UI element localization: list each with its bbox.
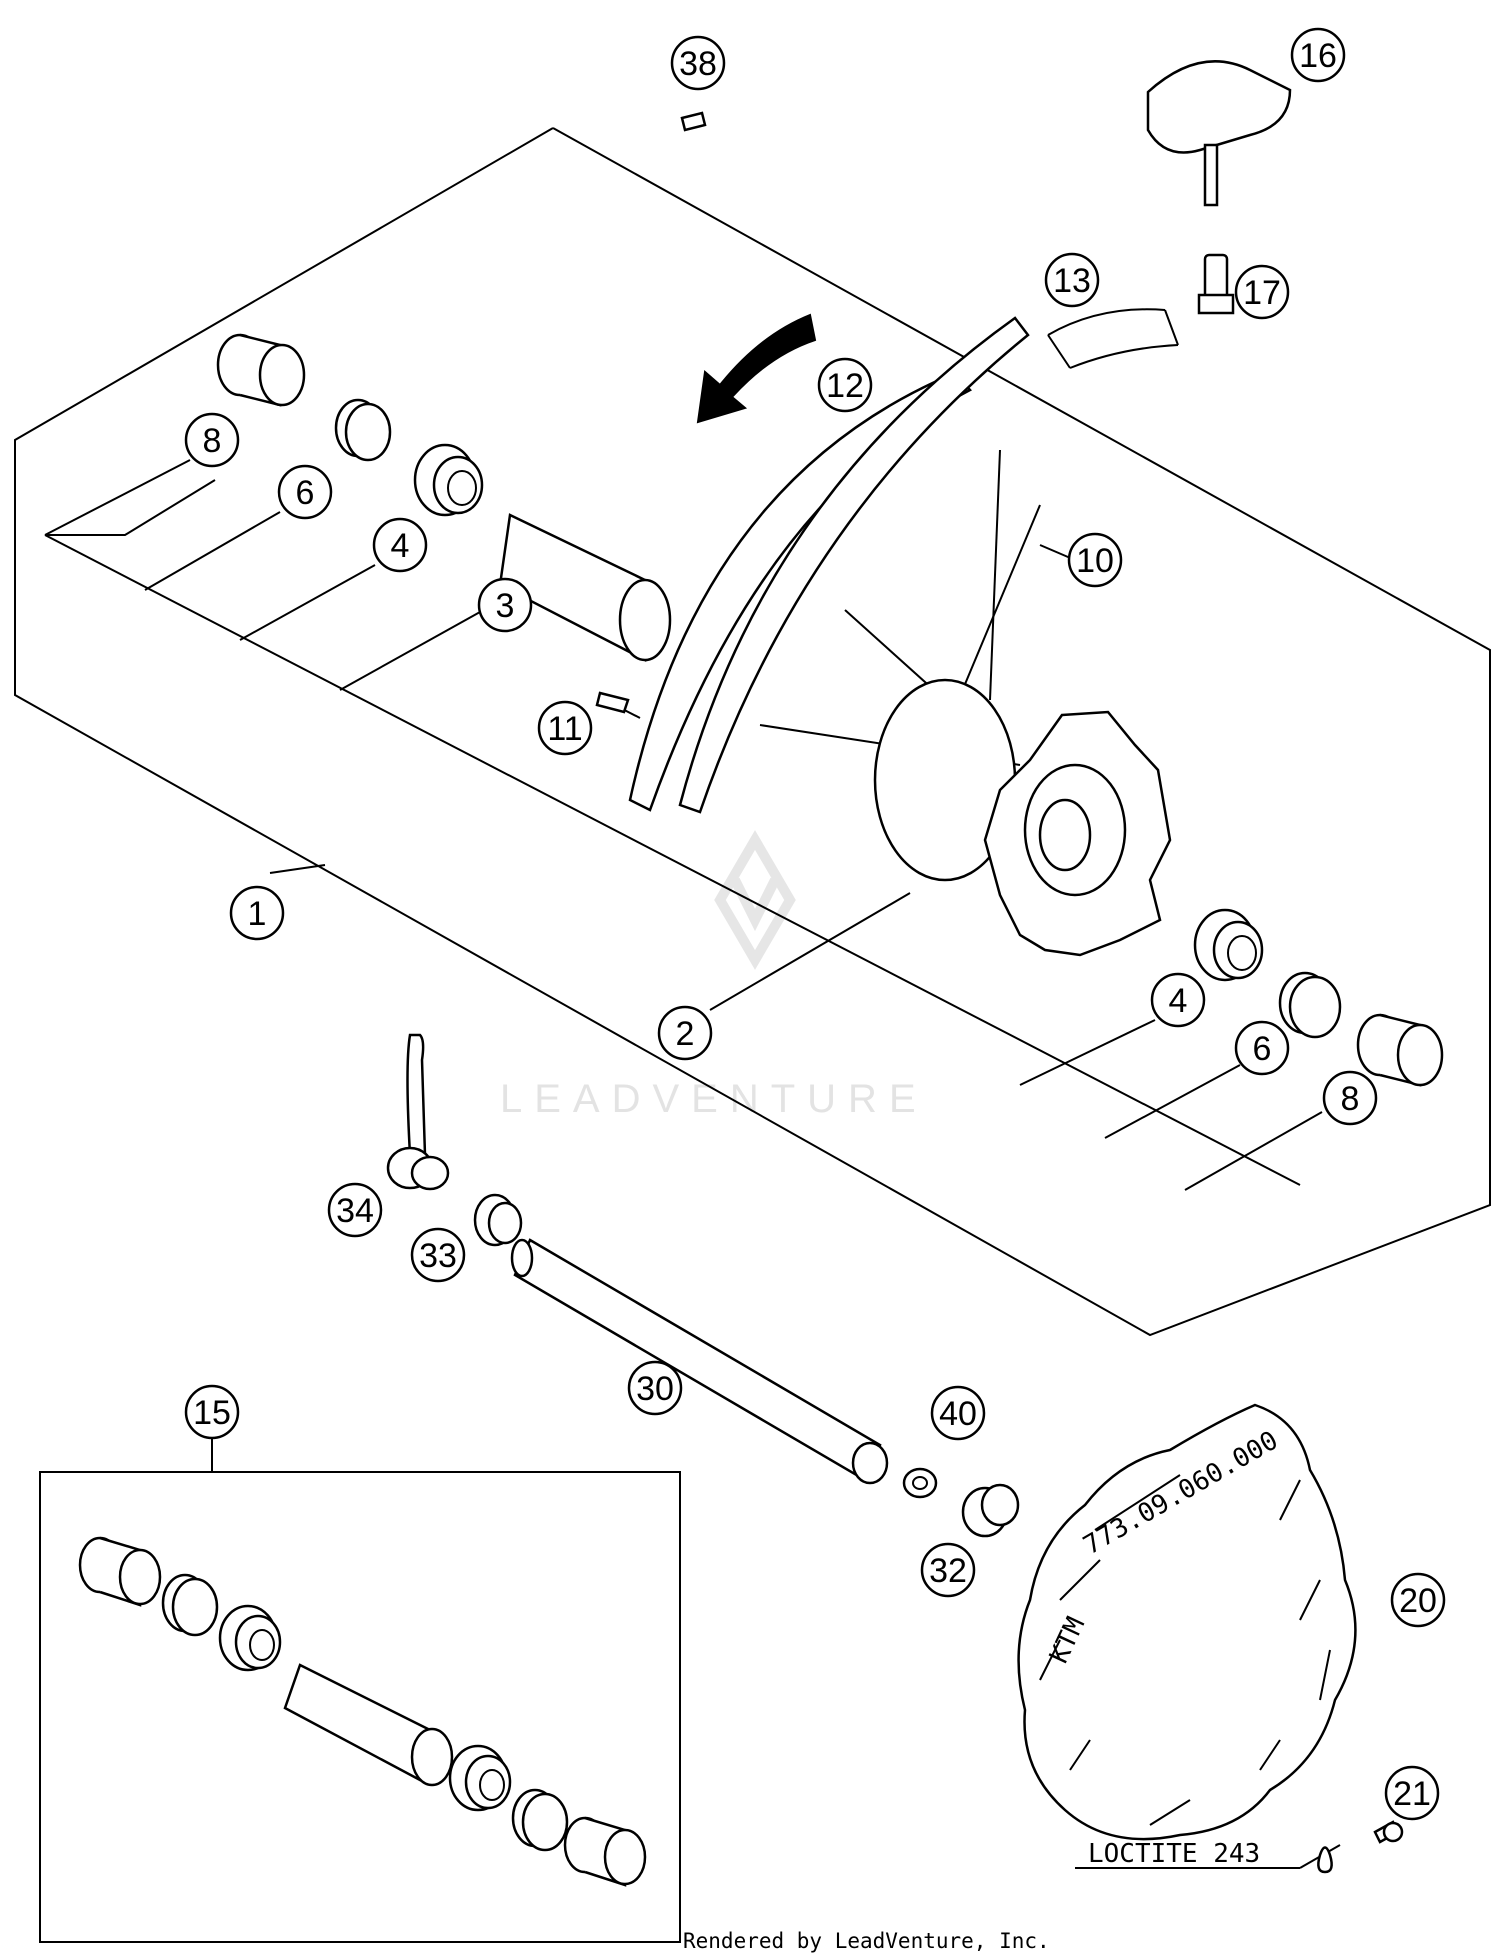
callout-33: 33 xyxy=(410,1227,466,1283)
callout-label: 33 xyxy=(419,1237,457,1275)
callout-30: 30 xyxy=(627,1360,683,1416)
brake-disc: 773.09.060.000 KTM xyxy=(1017,1403,1357,1841)
axle-clamp-34 xyxy=(386,1033,450,1191)
callout-20: 20 xyxy=(1390,1572,1446,1628)
callout-11: 11 xyxy=(537,700,593,756)
kit-bearing-right xyxy=(448,1744,512,1812)
loctite-note: LOCTITE 243 xyxy=(1088,1839,1260,1869)
washer-40 xyxy=(902,1467,938,1499)
kit-bearing-left xyxy=(218,1604,282,1672)
callout-40: 40 xyxy=(930,1385,986,1441)
callout-2: 2 xyxy=(657,1005,713,1061)
watermark: LEADVENTURE xyxy=(500,830,928,1121)
disc-screw xyxy=(1373,1820,1404,1844)
callout-12: 12 xyxy=(817,357,873,413)
callout-label: 16 xyxy=(1299,37,1337,75)
callout-label: 8 xyxy=(1341,1080,1360,1118)
callout-label: 4 xyxy=(391,527,410,565)
callout-4-right: 4 xyxy=(1150,972,1206,1028)
callout-label: 6 xyxy=(296,474,315,512)
callout-3: 3 xyxy=(477,577,533,633)
kit-spacer-right xyxy=(563,1816,647,1887)
callout-label: 38 xyxy=(679,45,717,83)
rim-tape xyxy=(1047,308,1179,369)
callout-17: 17 xyxy=(1234,264,1290,320)
callout-label: 12 xyxy=(826,367,864,405)
callout-label: 4 xyxy=(1169,982,1188,1020)
left-bearing-4 xyxy=(413,443,484,517)
hub xyxy=(873,678,1172,957)
axle-30 xyxy=(510,1238,889,1485)
kit-frame xyxy=(39,1471,681,1943)
callout-label: 17 xyxy=(1243,274,1281,312)
rim-lock-nut xyxy=(1197,253,1235,315)
kit-seal-left xyxy=(161,1573,219,1637)
right-spacer-8 xyxy=(1356,1013,1444,1087)
callout-label: 2 xyxy=(676,1015,695,1053)
callout-6-right: 6 xyxy=(1234,1020,1290,1076)
callout-label: 1 xyxy=(248,895,267,933)
watermark-text: LEADVENTURE xyxy=(500,1077,928,1121)
left-spacer-8 xyxy=(216,333,306,407)
callout-label: 32 xyxy=(929,1552,967,1590)
callout-21: 21 xyxy=(1384,1765,1440,1821)
axle-spacer-33 xyxy=(473,1193,523,1247)
callout-32: 32 xyxy=(920,1542,976,1598)
kit-seal-right xyxy=(511,1788,569,1852)
callout-4-left: 4 xyxy=(372,517,428,573)
callout-label: 3 xyxy=(496,587,515,625)
callout-label: 34 xyxy=(336,1192,374,1230)
right-seal-6 xyxy=(1278,971,1342,1039)
kit-sleeve xyxy=(283,1663,454,1787)
callout-label: 11 xyxy=(547,710,582,748)
left-seal-6 xyxy=(334,398,392,462)
callout-13: 13 xyxy=(1044,252,1100,308)
spoke-nipple xyxy=(595,691,630,714)
axle-nut-32 xyxy=(961,1483,1020,1538)
callout-10: 10 xyxy=(1067,532,1123,588)
watermark-logo xyxy=(714,830,796,970)
callout-label: 15 xyxy=(193,1394,231,1432)
kit-spacer-left xyxy=(78,1536,162,1607)
callout-16: 16 xyxy=(1290,27,1346,83)
loctite-drop-icon xyxy=(1317,1846,1333,1874)
right-bearing-4 xyxy=(1193,908,1264,982)
callout-label: 10 xyxy=(1076,542,1114,580)
distance-sleeve-3 xyxy=(498,513,672,663)
rotation-arrow xyxy=(696,313,817,424)
callout-label: 13 xyxy=(1053,262,1091,300)
credit-line: Rendered by LeadVenture, Inc. xyxy=(683,1929,1050,1953)
callout-6-left: 6 xyxy=(277,464,333,520)
callout-8-right: 8 xyxy=(1322,1070,1378,1126)
callout-34: 34 xyxy=(327,1182,383,1238)
callout-label: 30 xyxy=(636,1370,674,1408)
callout-8-left: 8 xyxy=(184,412,240,468)
wheel-assembly-frame xyxy=(14,127,1491,1337)
rim xyxy=(628,313,1030,814)
callout-15: 15 xyxy=(184,1384,240,1440)
valve-cap xyxy=(680,111,707,132)
callout-38: 38 xyxy=(670,35,726,91)
callout-label: 8 xyxy=(203,422,222,460)
callout-1: 1 xyxy=(229,885,285,941)
rim-lock xyxy=(1146,60,1292,207)
callout-label: 20 xyxy=(1399,1582,1437,1620)
callout-label: 6 xyxy=(1253,1030,1272,1068)
callout-label: 40 xyxy=(939,1395,977,1433)
callout-label: 21 xyxy=(1393,1775,1431,1813)
